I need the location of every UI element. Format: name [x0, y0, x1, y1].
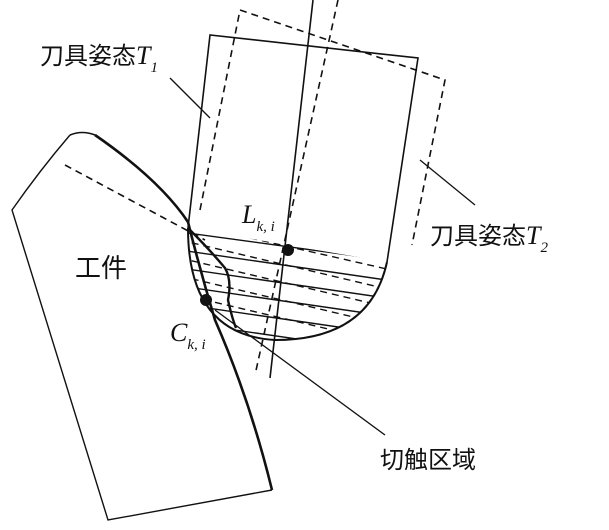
workpiece-dashed-offset: [64, 164, 206, 241]
tool-pose-2-dashed: [199, 0, 446, 376]
workpiece-top-edge: [69, 131, 96, 136]
label-workpiece: 工件: [75, 254, 128, 284]
workpiece-outline: [11, 134, 273, 521]
label-point-C: Ck, i: [170, 318, 206, 353]
label-point-L: Lk, i: [242, 200, 275, 235]
leader-tool-pose-2: [419, 159, 476, 206]
label-contact-area: 切触区域: [380, 446, 476, 474]
point-L-marker: [282, 244, 294, 256]
label-tool-pose-1: 刀具姿态T1: [40, 41, 158, 76]
tool-pose-1-body: [187, 34, 419, 263]
contact-hatching: [188, 228, 387, 340]
workpiece-surface: [94, 133, 274, 491]
leader-tool-pose-1: [169, 77, 211, 119]
leader-contact-area: [214, 309, 386, 436]
contact-boundary: [189, 229, 238, 329]
label-tool-pose-2: 刀具姿态T2: [430, 221, 548, 256]
tool-pose-1-axis: [269, 0, 314, 379]
point-C-marker: [200, 294, 212, 306]
